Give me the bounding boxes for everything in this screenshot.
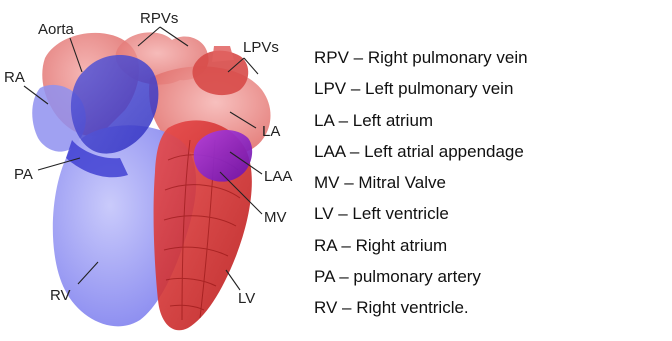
abbreviation-legend: RPV – Right pulmonary vein LPV – Left pu…: [314, 42, 672, 324]
label-rpvs: RPVs: [140, 10, 178, 27]
label-la: LA: [262, 123, 280, 140]
legend-item-lpv: LPV – Left pulmonary vein: [314, 73, 672, 104]
lpv-branch: [212, 46, 234, 62]
label-mv: MV: [264, 209, 287, 226]
legend-item-mv: MV – Mitral Valve: [314, 167, 672, 198]
legend-item-la: LA – Left atrium: [314, 105, 672, 136]
label-pa: PA: [14, 166, 33, 183]
label-aorta: Aorta: [38, 21, 75, 38]
label-rv: RV: [50, 287, 71, 304]
label-lv: LV: [238, 290, 255, 307]
legend-item-laa: LAA – Left atrial appendage: [314, 136, 672, 167]
legend-item-lv: LV – Left ventricle: [314, 198, 672, 229]
label-ra: RA: [4, 69, 25, 86]
legend-item-ra: RA – Right atrium: [314, 230, 672, 261]
heart-illustration: Aorta RPVs LPVs RA LA PA LAA MV RV LV: [0, 0, 310, 341]
label-laa: LAA: [264, 168, 292, 185]
legend-item-pa: PA – pulmonary artery: [314, 261, 672, 292]
legend-item-rv: RV – Right ventricle.: [314, 292, 672, 323]
legend-item-rpv: RPV – Right pulmonary vein: [314, 42, 672, 73]
label-lpvs: LPVs: [243, 39, 279, 56]
